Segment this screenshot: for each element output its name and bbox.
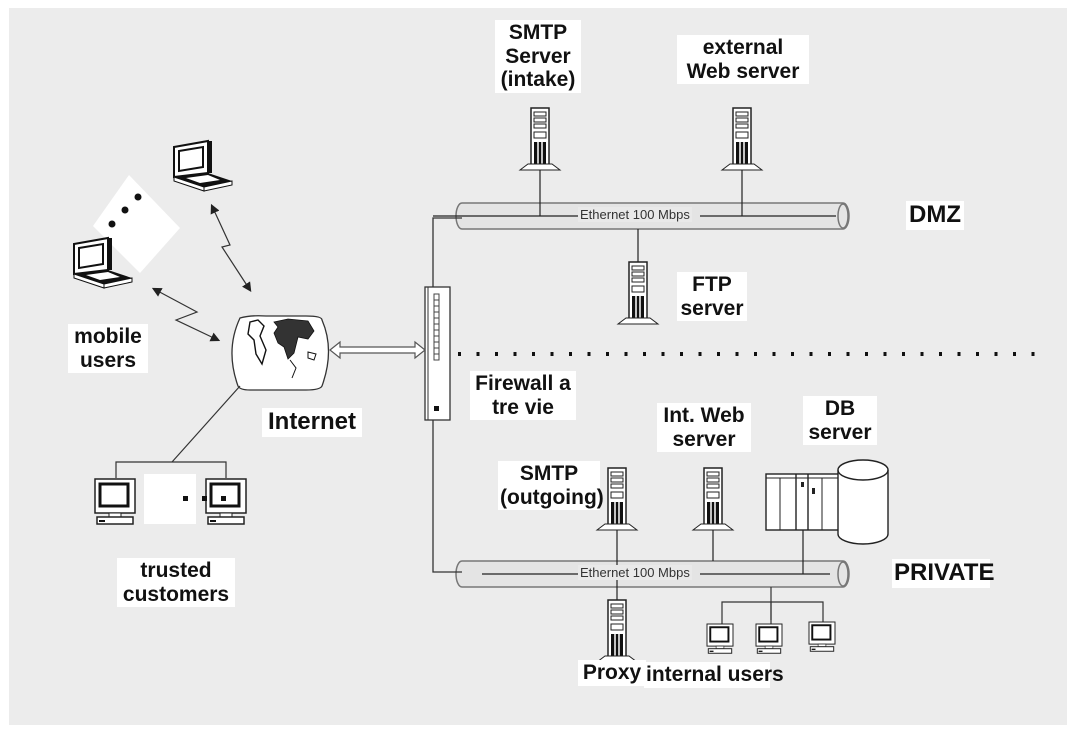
wireless-link-icon bbox=[210, 203, 252, 293]
proxy-label: Proxy bbox=[578, 660, 646, 686]
mainframe-icon bbox=[765, 473, 847, 531]
mobile-users-label: mobile users bbox=[68, 324, 148, 374]
ftp-server-label: FTP server bbox=[677, 272, 747, 322]
dmz-ethernet-label: Ethernet 100 Mbps bbox=[578, 207, 692, 222]
external-web-server-icon bbox=[721, 107, 763, 171]
external-web-label: external Web server bbox=[677, 35, 809, 85]
desktop-computer-icon bbox=[755, 623, 783, 655]
trusted-customers-group bbox=[93, 385, 248, 526]
laptop-icon bbox=[173, 140, 233, 192]
proxy-server-icon bbox=[596, 599, 638, 663]
private-ethernet-label: Ethernet 100 Mbps bbox=[578, 565, 692, 580]
firewall-to-dmz-link bbox=[432, 217, 462, 287]
int-web-server-icon bbox=[692, 467, 734, 531]
desktop-computer-icon bbox=[204, 477, 248, 526]
firewall-icon bbox=[424, 286, 451, 421]
mobile-users-group bbox=[73, 140, 252, 342]
internal-users-group bbox=[706, 587, 836, 655]
db-server-label: DB server bbox=[803, 396, 877, 446]
smtp-outgoing-label: SMTP (outgoing) bbox=[498, 461, 604, 511]
ftp-server-icon bbox=[617, 261, 659, 325]
private-zone-label: PRIVATE bbox=[892, 559, 995, 588]
smtp-intake-server-icon bbox=[519, 107, 561, 171]
database-icon bbox=[837, 459, 889, 545]
desktop-computer-icon bbox=[706, 623, 734, 655]
firewall-to-private-link bbox=[432, 420, 462, 573]
smtp-intake-label: SMTP Server (intake) bbox=[495, 20, 581, 93]
firewall-label: Firewall a tre vie bbox=[470, 371, 576, 421]
internet-label: Internet bbox=[262, 408, 362, 437]
internet-firewall-arrow bbox=[329, 340, 426, 360]
desktop-computer-icon bbox=[808, 621, 836, 653]
int-web-server-label: Int. Web server bbox=[657, 403, 751, 453]
globe-icon bbox=[231, 315, 330, 391]
internal-users-label: internal users bbox=[644, 662, 784, 688]
dmz-zone-label: DMZ bbox=[906, 201, 964, 230]
desktop-computer-icon bbox=[93, 477, 137, 526]
trusted-customers-label: trusted customers bbox=[117, 558, 235, 608]
wireless-link-icon bbox=[151, 287, 221, 342]
